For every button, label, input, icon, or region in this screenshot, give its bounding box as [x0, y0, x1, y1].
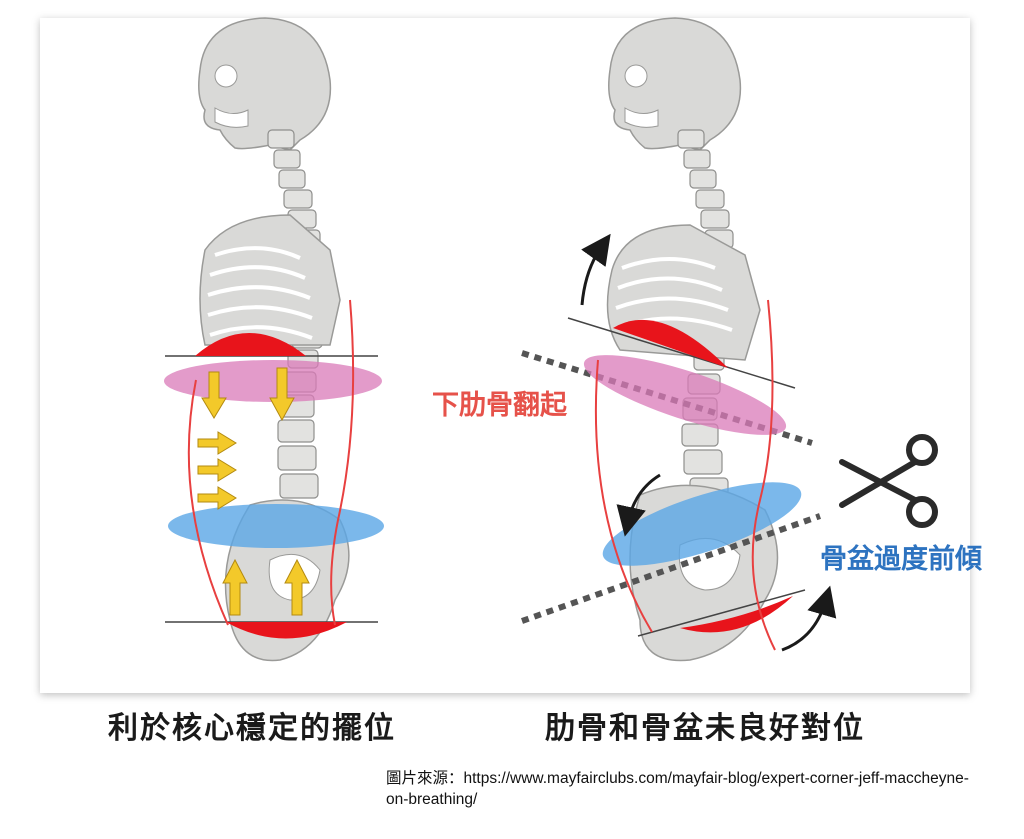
core-outline-left — [187, 379, 229, 626]
image-source: 圖片來源：https://www.mayfairclubs.com/mayfai… — [386, 770, 969, 808]
core-outline-right — [594, 359, 653, 633]
eye-socket-right — [624, 64, 648, 88]
rib-tilt-line-right — [567, 317, 796, 389]
pelvis-tilt-line-right — [637, 589, 806, 637]
up-arrows-left — [222, 558, 310, 616]
pelvic-floor-right — [680, 596, 793, 633]
diaphragm-right — [613, 319, 728, 368]
ribcage-left — [199, 214, 341, 346]
eye-socket-left — [214, 64, 238, 88]
pelvic-band-left — [168, 504, 384, 548]
down-arrows-left — [201, 367, 295, 422]
curved-arrow-icon — [781, 585, 837, 652]
scissors-icon — [839, 434, 938, 528]
back-outline-left — [330, 299, 355, 626]
pelvic-tilt-label: 骨盆過度前傾 — [820, 543, 983, 575]
caption-right: 肋骨和骨盆未良好對位 — [545, 711, 865, 746]
dotted-pelvis-line-right — [521, 513, 821, 624]
rib-band-right — [583, 355, 787, 435]
pelvic-band-right — [602, 482, 802, 566]
pelvic-floor-left — [226, 622, 347, 639]
diaphragm-left — [195, 333, 306, 356]
rib-flare-label: 下肋骨翻起 — [432, 390, 568, 421]
curved-arrow-icon — [616, 473, 661, 537]
back-outline-right — [751, 299, 776, 651]
curved-arrow-icon — [580, 233, 611, 306]
right-arrows-left — [197, 431, 237, 510]
caption-left: 利於核心穩定的擺位 — [108, 711, 396, 746]
